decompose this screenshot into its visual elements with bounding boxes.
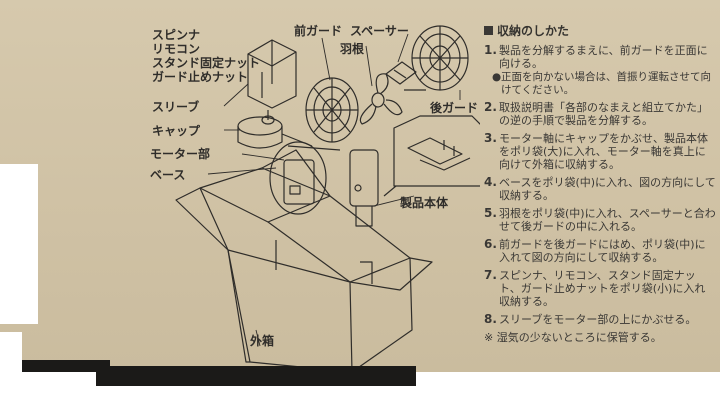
- footer-note: ※ 湿気の少ないところに保管する。: [484, 331, 662, 344]
- packing-diagram: スピンナ リモコン スタンド固定ナット ガード止めナット スリーブ キャップ モ…: [150, 24, 485, 373]
- square-bullet-icon: [484, 26, 493, 35]
- label-body: 製品本体: [400, 196, 449, 210]
- step-text: モーター軸にキャップをかぶせ、製品本体をポリ袋(大)に入れ、モーター軸を真上に向…: [499, 132, 708, 171]
- step-text: 取扱説明書「各部のなまえと組立てかた」の逆の手順で製品を分解する。: [499, 101, 708, 127]
- cardboard-cutout-shadow-bottom: [96, 366, 416, 386]
- step-text: 前ガードを後ガードにはめ、ポリ袋(中)に入れて図の方向にして収納する。: [499, 238, 706, 264]
- step-number: 7.: [484, 268, 497, 282]
- leader-lines: [207, 33, 461, 347]
- storage-instructions: 収納のしかた 1. 製品を分解するまえに、前ガードを正面に向ける。 ● 正面を向…: [484, 22, 716, 344]
- step-1-subnote: ● 正面を向かない場合は、首振り運転させて向けてください。: [492, 71, 716, 96]
- step-3: 3. モーター軸にキャップをかぶせ、製品本体をポリ袋(大)に入れ、モーター軸を真…: [484, 131, 716, 172]
- step-1: 1. 製品を分解するまえに、前ガードを正面に向ける。: [484, 43, 716, 71]
- label-outer-box: 外箱: [250, 334, 275, 348]
- label-blade: 羽根: [340, 42, 365, 56]
- step-number: 5.: [484, 206, 497, 220]
- step-number: 3.: [484, 131, 497, 145]
- step-number: 4.: [484, 175, 497, 189]
- step-number: 8.: [484, 312, 497, 326]
- subnote-text: 正面を向かない場合は、首振り運転させて向けてください。: [501, 71, 711, 96]
- step-text: スリーブをモーター部の上にかぶせる。: [499, 313, 697, 326]
- step-number: 1.: [484, 43, 497, 57]
- dot-bullet-icon: ●: [492, 71, 502, 83]
- label-base: ベース: [150, 168, 186, 182]
- label-spinner: スピンナ: [152, 28, 201, 42]
- step-7: 7. スピンナ、リモコン、スタンド固定ナット、ガード止めナットをポリ袋(小)に入…: [484, 268, 716, 309]
- step-text: ベースをポリ袋(中)に入れ、図の方向にして収納する。: [499, 176, 716, 202]
- label-front-guard: 前ガード: [294, 24, 343, 38]
- step-5: 5. 羽根をポリ袋(中)に入れ、スペーサーと合わせて後ガードの中に入れる。: [484, 206, 716, 234]
- step-text: 羽根をポリ袋(中)に入れ、スペーサーと合わせて後ガードの中に入れる。: [499, 207, 716, 233]
- step-number: 6.: [484, 237, 497, 251]
- label-cap: キャップ: [152, 124, 201, 138]
- label-guard-nut: ガード止めナット: [152, 70, 249, 84]
- step-4: 4. ベースをポリ袋(中)に入れ、図の方向にして収納する。: [484, 175, 716, 203]
- label-stand-nut: スタンド固定ナット: [152, 56, 261, 70]
- rear-guard-drawing: [404, 25, 469, 91]
- step-text: スピンナ、リモコン、スタンド固定ナット、ガード止めナットをポリ袋(小)に入れ収納…: [499, 269, 706, 308]
- spacer-drawing: [385, 61, 417, 85]
- callout-detail-drawing: [383, 115, 485, 197]
- cardboard-cutout-left: [0, 164, 38, 324]
- front-guard-drawing: [305, 77, 359, 143]
- step-6: 6. 前ガードを後ガードにはめ、ポリ袋(中)に入れて図の方向にして収納する。: [484, 237, 716, 265]
- label-remote: リモコン: [152, 42, 201, 56]
- label-rear-guard: 後ガード: [430, 101, 479, 115]
- step-8: 8. スリーブをモーター部の上にかぶせる。: [484, 312, 716, 327]
- label-sleeve: スリーブ: [152, 100, 200, 114]
- label-motor: モーター部: [150, 147, 211, 161]
- base-drawing: [269, 141, 341, 215]
- sleeve-drawing: [247, 39, 297, 109]
- cardboard-edge: [0, 332, 22, 372]
- step-2: 2. 取扱説明書「各部のなまえと組立てかた」の逆の手順で製品を分解する。: [484, 100, 716, 128]
- step-number: 2.: [484, 100, 497, 114]
- body-drawing: [349, 149, 379, 227]
- label-spacer: スペーサー: [350, 24, 409, 38]
- instructions-title: 収納のしかた: [484, 22, 716, 39]
- step-text: 製品を分解するまえに、前ガードを正面に向ける。: [499, 44, 708, 70]
- instructions-title-text: 収納のしかた: [497, 24, 570, 38]
